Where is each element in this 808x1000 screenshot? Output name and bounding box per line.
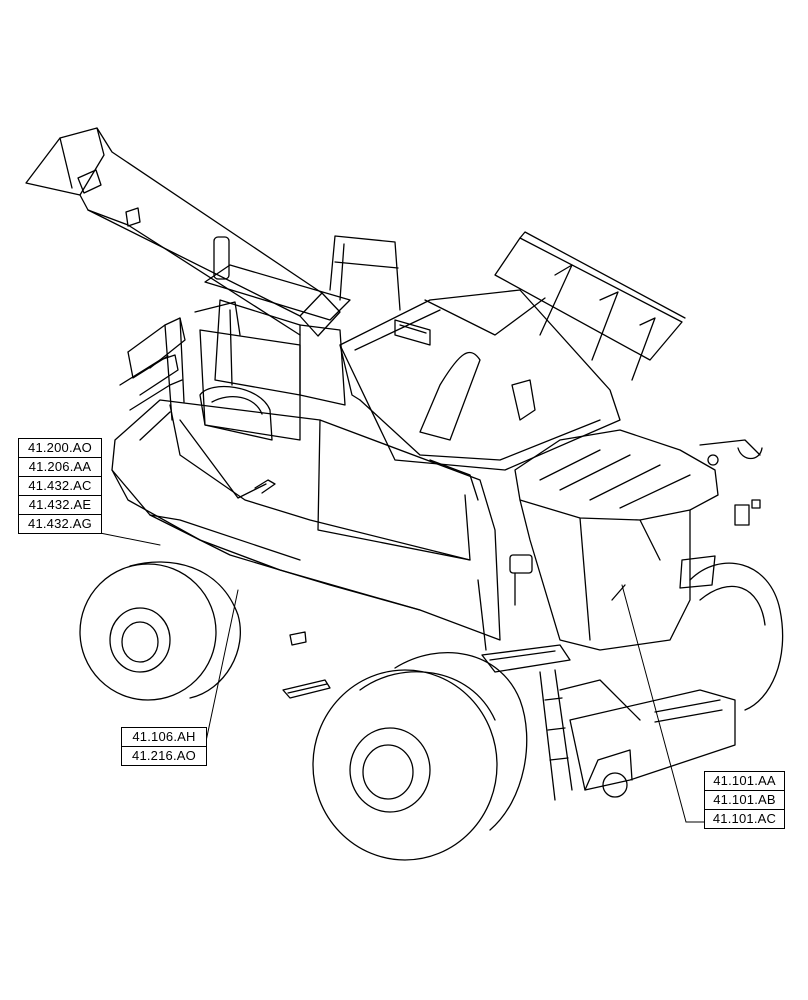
part-reference-callout-left: 41.200.AO 41.206.AA 41.432.AC 41.432.AE … <box>18 438 102 534</box>
part-ref: 41.101.AB <box>705 791 784 810</box>
part-ref: 41.432.AE <box>19 496 101 515</box>
part-ref: 41.200.AO <box>19 439 101 458</box>
part-ref: 41.432.AG <box>28 516 92 531</box>
engine-deck <box>199 236 351 441</box>
part-reference-callout-middle: 41.106.AH 41.216.AO <box>121 727 207 766</box>
part-ref: 41.101.AA <box>705 772 784 791</box>
grain-tank <box>339 231 686 471</box>
cab-railing <box>329 235 401 311</box>
body-side <box>111 399 501 641</box>
front-left-wheel <box>689 562 784 711</box>
part-ref: 41.106.AH <box>122 728 206 747</box>
part-ref: 41.432.AC <box>19 477 101 496</box>
unloading-auger <box>25 127 341 337</box>
part-ref: 41.216.AO <box>132 748 196 763</box>
rear-left-wheel <box>79 561 241 701</box>
access-ladder <box>477 554 573 801</box>
part-reference-callout-right: 41.101.AA 41.101.AB 41.101.AC <box>704 771 785 829</box>
cab-hood <box>514 429 763 651</box>
part-ref: 41.101.AC <box>712 811 777 826</box>
rear-railing <box>119 301 241 441</box>
leader-lines <box>99 532 705 823</box>
rear-axle <box>559 679 736 798</box>
part-ref: 41.206.AA <box>19 458 101 477</box>
side-steps <box>282 631 331 699</box>
front-right-wheel <box>312 652 528 861</box>
